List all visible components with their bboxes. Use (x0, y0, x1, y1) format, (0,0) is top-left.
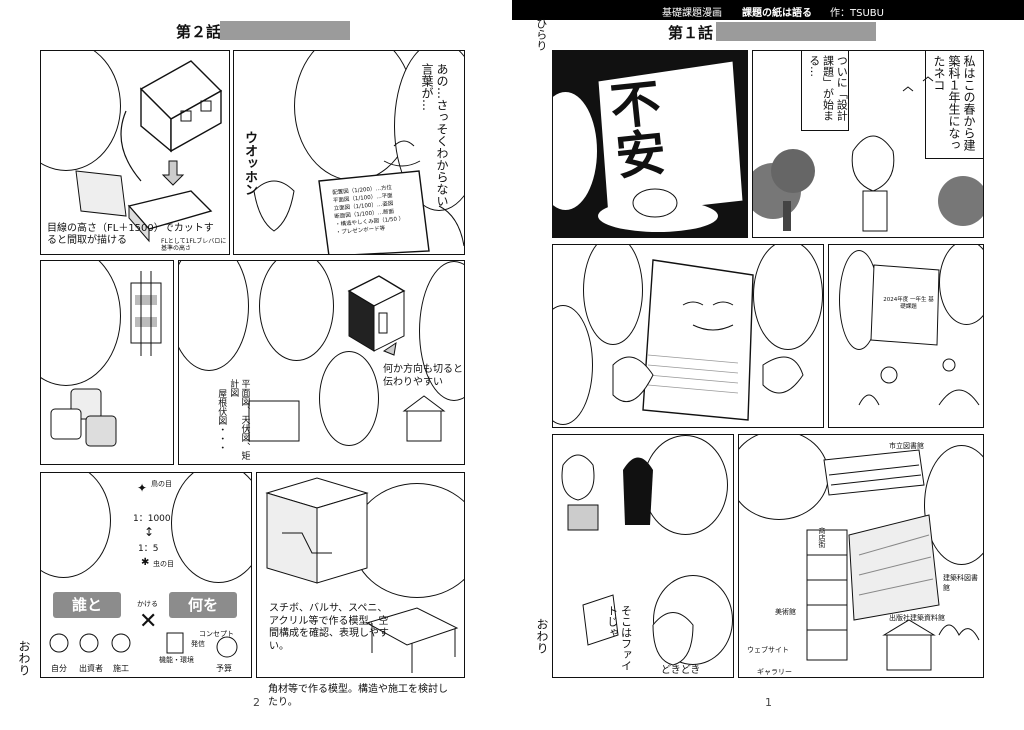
speech-box (801, 51, 849, 131)
icon-label: 発信 (191, 640, 205, 648)
speech-bubble (643, 435, 728, 535)
episode-title: 第１話 (668, 24, 714, 42)
label-archive: 出版社建築資料館 (889, 614, 945, 622)
panel-scale-and-who-what: ✦ 鳥の目 1：1000 ↕ 1：5 ✱ 虫の目 誰と ✕ かける 何を 自分 … (40, 472, 252, 678)
speech-bubble (739, 435, 829, 520)
house-drawing (75, 60, 223, 243)
narration-box (925, 51, 983, 159)
scale-top: 1：1000 (133, 514, 171, 524)
sfx-text: ウオッホン (242, 131, 257, 196)
page-1: 基礎課題漫画 課題の紙は語る 作：TSUBU 第１話 ひらり 不安 ついに「設計… (512, 0, 1024, 730)
episode-title: 第２話 (176, 23, 222, 41)
header-series: 基礎課題漫画 (662, 8, 722, 19)
speech-bubble (583, 245, 643, 345)
label-who: 誰と (53, 592, 121, 618)
label-roof-plan: 屋根伏図・・・ (216, 389, 227, 452)
end-mark: おわり (17, 640, 31, 676)
panel-anxiety: 不安 (552, 50, 748, 238)
panel-house-section: 目線の高さ（FL＋1500）でカットすると間取が描ける FLとして1FLブレバロ… (40, 50, 230, 255)
ant-label: 虫の目 (153, 560, 174, 568)
note-cut-direction: 何か方向も切ると伝わりやすい (383, 364, 463, 388)
title-redacted-block (716, 22, 876, 41)
icon-label: 出資者 (79, 664, 103, 673)
paper-character (612, 259, 804, 421)
icon-label: 予算 (216, 664, 232, 673)
header-title: 課題の紙は語る (742, 8, 812, 19)
panel-paper-character: あの…さっそくわからない言葉が… ウオッホン 配置図（1/200）…方位 平面図… (233, 50, 465, 255)
speech-bubble (352, 483, 464, 598)
anxiety-text: 不安 (607, 73, 667, 187)
label-shopping: 商店街 (818, 527, 826, 548)
speech-bubble (41, 51, 121, 171)
speech-text: ついに「設計課題」が始まる… (807, 55, 849, 121)
speech-bubble (753, 245, 823, 350)
icon-label: 施工 (113, 664, 129, 673)
panel-buildings: 市立図書館 商店街 建築科図書館 美術館 出版社建築資料館 ウェブサイト ギャラ… (738, 434, 984, 678)
note-fl-small: FLとして1FLブレバロに基準の高さ (161, 238, 227, 252)
panel-model: スチボ、バルサ、スペニ、アクリル等で作る模型。空間構成を確認、表現しやすい。 (256, 472, 465, 678)
paper-list: 配置図（1/200）…方位 平面図（1/100）…平面 立面図（1/100）…姿… (332, 182, 431, 238)
label-arch-library: 建築科図書館 (943, 574, 978, 592)
paper-title-text: 2024年度 一年生 基礎課題 (883, 297, 934, 311)
title-redacted-block (220, 21, 350, 40)
label-library: 市立図書館 (889, 442, 924, 450)
end-mark: おわり (535, 618, 549, 654)
panel-cheer: そこはファイトじゃ どきどき (552, 434, 734, 678)
icon-label: コンセプト (199, 630, 234, 638)
header-author: 作：TSUBU (830, 8, 884, 19)
speech-bubble (259, 261, 334, 361)
label-website: ウェブサイト (747, 646, 789, 654)
sfx-flutter: ひらり (534, 18, 548, 51)
panel-paper-speaks (552, 244, 824, 428)
bird-icon: ✦ (137, 481, 148, 495)
icon-label: 自分 (51, 664, 67, 673)
paper-spotlight (597, 60, 744, 232)
sfx-doki: どきどき (661, 665, 701, 676)
panel-drawing-types: 屋根伏図・・・ 平面図、天伏図、矩計図 何か方向も切ると伝わりやすい (178, 260, 465, 465)
times-icon: ✕ (139, 609, 158, 634)
header-bar: 基礎課題漫画 課題の紙は語る 作：TSUBU (512, 0, 1024, 20)
speech-text: あの…さっそくわからない言葉が… (420, 63, 449, 207)
panel-plan-cut (40, 260, 174, 465)
speech-bubble (924, 445, 983, 565)
label-gallery: ギャラリー (757, 668, 792, 676)
narration-text: 私はこの春から建築科１年生になったネコ (932, 55, 976, 151)
panel-paper-title: 2024年度 一年生 基礎課題 (828, 244, 984, 428)
characters-cheer (561, 454, 694, 666)
plan-drawing (50, 271, 162, 447)
page-number: 2 (253, 696, 260, 709)
speech-bubble (939, 245, 983, 325)
ant-icon: ✱ (141, 557, 150, 568)
note-bottom: 角材等で作る模型。構造や施工を検討したり。 (268, 684, 448, 708)
people-icons (49, 632, 238, 658)
speech-text: そこはファイトじゃ (605, 605, 633, 671)
buildings-collage (806, 449, 980, 671)
page-number: 1 (765, 696, 772, 709)
label-what: 何を (169, 592, 237, 618)
times-label: かける (137, 600, 158, 608)
panel-intro-cat: ついに「設計課題」が始まる… 私はこの春から建築科１年生になったネコ (752, 50, 984, 238)
scale-bottom: 1：5 (138, 544, 159, 554)
label-plans: 平面図、天伏図、矩計図 (228, 379, 250, 460)
arrow-updown-icon: ↕ (144, 525, 155, 539)
speech-bubble (319, 351, 379, 446)
building-drawings (248, 275, 446, 442)
label-museum: 美術館 (775, 608, 796, 616)
model-drawing (265, 477, 459, 673)
paper-character-drawing (253, 140, 464, 254)
icon-label: 機能・環境 (159, 656, 194, 664)
campus-scene (753, 76, 983, 232)
note-eye-level: 目線の高さ（FL＋1500）でカットすると間取が描ける (47, 223, 214, 246)
note-model: スチボ、バルサ、スペニ、アクリル等で作る模型。空間構成を確認、表現しやすい。 (269, 603, 389, 652)
bird-label: 鳥の目 (151, 480, 172, 488)
paper-drawing (858, 264, 980, 406)
page-2: 第２話 目線の高さ（FL＋1500）でカットすると間取が描ける FLとして1FL… (17, 21, 465, 709)
